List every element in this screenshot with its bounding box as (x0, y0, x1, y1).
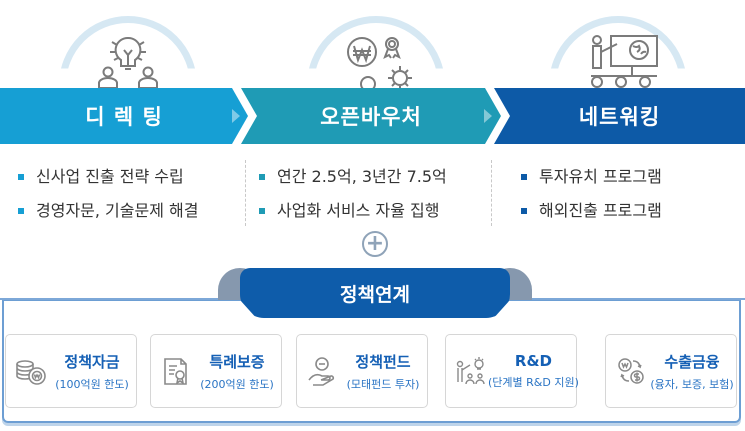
program-title: 디 렉 팅 (85, 105, 163, 129)
program-title: 네트워킹 (578, 105, 661, 129)
program-banner-open-voucher: 오픈바우처 (241, 88, 501, 144)
program-items-open-voucher: 연간 2.5억, 3년간 7.5억 사업화 서비스 자율 집행 (259, 160, 447, 228)
program-title: 오픈바우처 (320, 105, 422, 129)
policy-card-rnd: R&D (단계별 R&D 지원) (445, 334, 579, 408)
currency-exchange-icon (614, 354, 648, 388)
bullet-icon (521, 208, 527, 214)
card-title: 정책펀드 (355, 352, 411, 371)
list-item: 신사업 진출 전략 수립 (18, 160, 198, 194)
policy-card-export-finance: 수출금융 (융자, 보증, 보험) (605, 334, 737, 408)
lightbulb-people-icon (88, 30, 168, 90)
policy-card-fund: 정책자금 (100억원 한도) (5, 334, 137, 408)
card-subtitle: (200억원 한도) (200, 377, 274, 391)
plus-icon: + (362, 231, 388, 257)
card-subtitle: (단계별 R&D 지원) (488, 376, 579, 389)
list-item: 경영자문, 기술문제 해결 (18, 194, 198, 228)
coins-won-icon (14, 354, 48, 388)
list-item: 해외진출 프로그램 (521, 194, 662, 228)
card-title: 특례보증 (209, 352, 265, 371)
card-subtitle: (모태펀드 투자) (346, 377, 420, 391)
chevron-right-icon (484, 109, 492, 123)
program-banner-directing: 디 렉 팅 (0, 88, 248, 144)
dashed-divider (491, 160, 492, 226)
card-title: 수출금융 (664, 352, 720, 371)
card-title: 정책자금 (64, 352, 120, 371)
chevron-right-icon (232, 109, 240, 123)
hand-money-icon (305, 354, 339, 388)
bullet-icon (259, 208, 265, 214)
bullet-icon (18, 208, 24, 214)
program-banner-networking: 네트워킹 (494, 88, 745, 144)
list-item: 연간 2.5억, 3년간 7.5억 (259, 160, 447, 194)
bullet-icon (18, 174, 24, 180)
policy-card-policy-fund: 정책펀드 (모태펀드 투자) (296, 334, 428, 408)
won-award-gear-icon (340, 30, 420, 92)
program-items-directing: 신사업 진출 전략 수립 경영자문, 기술문제 해결 (18, 160, 198, 228)
card-subtitle: (100억원 한도) (55, 377, 129, 391)
policy-card-guarantee: 특례보증 (200억원 한도) (150, 334, 282, 408)
presentation-globe-icon (585, 30, 665, 90)
bullet-icon (521, 174, 527, 180)
bullet-icon (259, 174, 265, 180)
list-item: 사업화 서비스 자율 집행 (259, 194, 447, 228)
dashed-divider (245, 160, 246, 226)
policy-title-tab: 정책연계 (240, 268, 510, 318)
list-item: 투자유치 프로그램 (521, 160, 662, 194)
card-subtitle: (융자, 보증, 보험) (650, 377, 734, 391)
research-team-icon (454, 354, 488, 388)
certificate-document-icon (159, 354, 193, 388)
program-items-networking: 투자유치 프로그램 해외진출 프로그램 (521, 160, 662, 228)
card-title: R&D (514, 352, 552, 370)
policy-title: 정책연계 (340, 283, 410, 306)
